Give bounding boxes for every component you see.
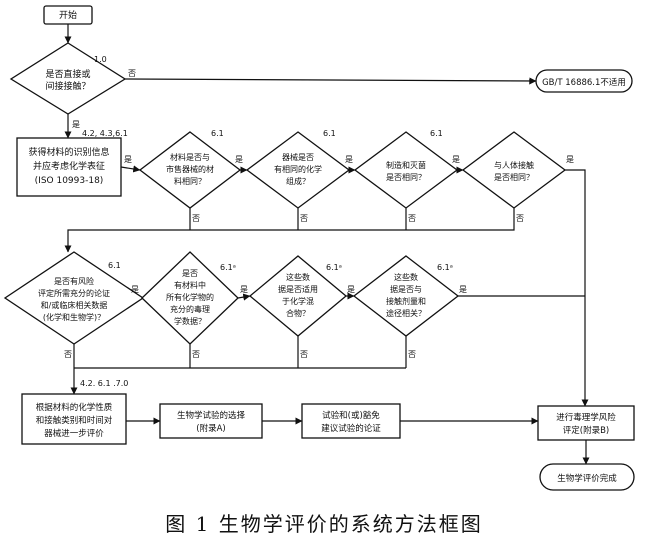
q-tox-line3: 所有化学物的 bbox=[166, 292, 214, 302]
q-risk-line2: 评定所需充分的论证 bbox=[38, 288, 110, 298]
start-label: 开始 bbox=[59, 9, 77, 21]
q-risk-line3: 和/或临床相关数据 bbox=[41, 300, 108, 310]
q-material-line1: 材料是否与 bbox=[170, 152, 210, 162]
q-exposure-line2: 据是否与 bbox=[390, 284, 422, 294]
q-manufacture-line2: 是否相同？ bbox=[386, 172, 426, 182]
decision-risk-assessment bbox=[3, 251, 145, 345]
q-contact-line2: 间接接触？ bbox=[45, 80, 90, 92]
further-eval-line2: 和接触类别和时间对 bbox=[36, 415, 113, 426]
further-evaluation-box bbox=[21, 393, 127, 445]
label-no-applicable: 否 bbox=[300, 350, 308, 359]
q-body-line1: 与人体接触 bbox=[494, 160, 534, 170]
q-chem-line2: 有相同的化学 bbox=[274, 164, 322, 174]
edge-body-yes bbox=[565, 169, 589, 407]
q-contact-line1: 是否直接或 bbox=[45, 68, 90, 80]
label-yes-contact: 是 bbox=[72, 120, 80, 129]
label-no-material: 否 bbox=[192, 214, 200, 223]
label-yes-material: 是 bbox=[235, 155, 243, 164]
edge-row2-no-collector bbox=[74, 336, 407, 394]
ref-6-1-risk: 6.1 bbox=[108, 261, 121, 270]
obtain-info-line3: (ISO 10993-18) bbox=[35, 176, 104, 186]
ref-1-0: 1.0 bbox=[94, 55, 107, 64]
label-no-risk: 否 bbox=[64, 350, 72, 359]
edge-tox-applicable bbox=[237, 293, 251, 301]
justification-line1: 试验和(或)豁免 bbox=[322, 410, 380, 421]
select-tests-line2: (附录A) bbox=[196, 423, 225, 434]
label-no-tox: 否 bbox=[192, 350, 200, 359]
ref-6-1-manufacture: 6.1 bbox=[430, 129, 443, 138]
risk-assessment-line2: 评定(附录B) bbox=[563, 425, 609, 436]
edge-info-material bbox=[120, 165, 141, 173]
q-body-line2: 是否相同？ bbox=[494, 172, 534, 182]
ref-6-1a-applicable: 6.1ᵃ bbox=[326, 263, 342, 272]
risk-assessment-line1: 进行毒理学风险 bbox=[556, 412, 616, 423]
label-yes-manufacture: 是 bbox=[452, 155, 460, 164]
q-material-line2: 市售器械的材 bbox=[166, 164, 214, 174]
label-yes-body: 是 bbox=[566, 155, 574, 164]
q-applicable-line4: 合物？ bbox=[286, 308, 310, 318]
q-tox-line1: 是否 bbox=[182, 269, 198, 278]
further-eval-line3: 器械进一步评价 bbox=[44, 428, 104, 439]
q-exposure-line1: 这些数 bbox=[394, 272, 418, 282]
obtain-info-line2: 并应考虑化学表征 bbox=[33, 160, 105, 172]
label-yes-exposure: 是 bbox=[459, 285, 467, 294]
justification-line2: 建议试验的论证 bbox=[321, 423, 381, 434]
ref-4-2-6-1-7-0: 4.2. 6.1 .7.0 bbox=[80, 379, 128, 388]
label-no-exposure: 否 bbox=[408, 350, 416, 359]
not-applicable-label: GB/T 16886.1不适用 bbox=[542, 77, 626, 88]
label-no-contact: 否 bbox=[128, 69, 136, 78]
ref-6-1-material: 6.1 bbox=[211, 129, 224, 138]
label-yes-applicable: 是 bbox=[347, 285, 355, 294]
q-material-line3: 料相同？ bbox=[174, 176, 206, 186]
q-applicable-line2: 据是否适用 bbox=[278, 284, 318, 294]
ref-6-1a-tox: 6.1ᵃ bbox=[220, 263, 236, 272]
figure-caption: 图 1 生物学评价的系统方法框图 bbox=[165, 512, 483, 536]
q-manufacture-line1: 制造和灭菌 bbox=[386, 160, 426, 170]
label-no-body: 否 bbox=[516, 214, 524, 223]
label-yes-info: 是 bbox=[124, 155, 132, 164]
risk-assessment-box bbox=[537, 405, 635, 441]
label-yes-risk: 是 bbox=[131, 285, 139, 294]
q-exposure-line3: 接触剂量和 bbox=[386, 296, 426, 306]
label-no-chem: 否 bbox=[300, 214, 308, 223]
edge-contact-no bbox=[124, 77, 537, 85]
q-chem-line3: 组成？ bbox=[286, 176, 310, 186]
q-tox-line4: 充分的毒理 bbox=[170, 304, 210, 314]
q-chem-line1: 器械是否 bbox=[282, 152, 314, 162]
label-no-manufacture: 否 bbox=[408, 214, 416, 223]
obtain-info-line1: 获得材料的识别信息 bbox=[28, 146, 109, 158]
complete-label: 生物学评价完成 bbox=[557, 473, 617, 484]
decision-manufacture bbox=[353, 131, 459, 209]
q-tox-line2: 有材料中 bbox=[174, 280, 206, 290]
select-tests-line1: 生物学试验的选择 bbox=[177, 410, 246, 421]
q-exposure-line4: 途径相关？ bbox=[386, 308, 426, 318]
decision-body-contact bbox=[461, 131, 567, 209]
q-applicable-line3: 于化学混 bbox=[282, 296, 314, 306]
edge-row1-no-collector bbox=[68, 208, 515, 252]
label-yes-chem: 是 bbox=[345, 155, 353, 164]
q-tox-line5: 学数据？ bbox=[174, 316, 206, 326]
further-eval-line1: 根据材料的化学性质 bbox=[36, 402, 113, 413]
label-yes-tox: 是 bbox=[240, 285, 248, 294]
q-risk-line1: 是否有风险 bbox=[54, 276, 94, 286]
ref-6-1a-exposure: 6.1ᵃ bbox=[437, 263, 453, 272]
q-applicable-line1: 这些数 bbox=[286, 272, 310, 282]
q-risk-line4: (化学和生物学)？ bbox=[43, 312, 105, 322]
ref-4-2-4-3-6-1: 4.2, 4.3,6.1 bbox=[82, 129, 128, 138]
obtain-info-box bbox=[16, 137, 122, 197]
ref-6-1-chem: 6.1 bbox=[323, 129, 336, 138]
